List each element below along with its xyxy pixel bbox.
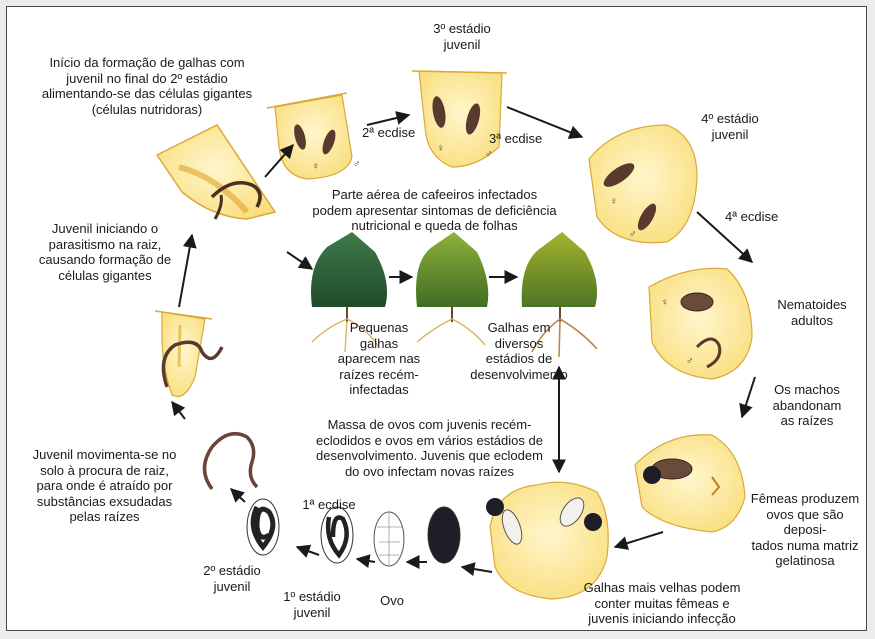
male-symbol: ♂	[629, 229, 637, 240]
egg-illustration	[428, 507, 460, 563]
arrow-first-molt-to-second	[297, 547, 319, 555]
arrow-adults-to-females	[742, 377, 755, 417]
egg-cell-division-illustration	[374, 512, 404, 566]
label-third-stage: 3º estádio juvenil	[407, 21, 517, 52]
female-symbol: ♀	[661, 297, 669, 308]
label-second-molt: 2ª ecdise	[362, 125, 432, 141]
label-first-stage: 1º estádio juvenil	[277, 589, 347, 620]
label-egg-mass: Massa de ovos com juvenis recém- eclodid…	[297, 417, 562, 479]
gall-fourth-stage-illustration: ♀ ♂	[589, 125, 697, 243]
egg-second-stage-illustration	[247, 499, 279, 555]
female-symbol: ♀	[312, 161, 320, 172]
label-first-molt: 1ª ecdise	[299, 497, 359, 513]
egg-first-molt-illustration	[321, 507, 353, 563]
arrow-older-galls-to-egg	[462, 567, 492, 572]
label-females-eggs: Fêmeas produzem ovos que são deposi- tad…	[749, 491, 861, 569]
arrow-females-to-older-galls	[615, 532, 663, 547]
root-tip-gall-illustration	[157, 125, 275, 219]
label-gall-formation: Início da formação de galhas com juvenil…	[27, 55, 267, 117]
female-symbol: ♀	[437, 143, 445, 154]
arrow-gall2-to-gall3	[367, 115, 409, 125]
label-third-molt: 3ª ecdise	[489, 131, 559, 147]
arrow-root-to-root-tip	[179, 235, 192, 307]
label-second-stage: 2º estádio juvenil	[197, 563, 267, 594]
arrow-soil-to-root	[172, 402, 185, 419]
label-fourth-molt: 4ª ecdise	[725, 209, 795, 225]
female-symbol: ♀	[610, 196, 618, 207]
label-juvenile-starting: Juvenil iniciando o parasitismo na raiz,…	[35, 221, 175, 283]
label-males-leave: Os machos abandonam as raízes	[767, 382, 847, 429]
gall-third-stage-illustration: ♀ ♂	[412, 71, 507, 167]
arrow-root-to-tree	[287, 252, 312, 269]
male-symbol: ♂	[686, 356, 694, 367]
life-cycle-diagram: ♀ ♂ ♀ ♂ ♀ ♂ ♀ ♂	[6, 6, 867, 631]
label-egg: Ovo	[377, 593, 407, 609]
label-aerial-symptoms: Parte aérea de cafeeiros infectados pode…	[292, 187, 577, 234]
gall-female-eggs-illustration	[635, 435, 745, 532]
juvenile-in-soil-illustration	[205, 434, 258, 489]
arrow-cell-egg-to-first-molt	[357, 559, 375, 562]
root-tip-juvenile-entering-illustration	[155, 311, 222, 397]
male-symbol: ♂	[485, 149, 493, 160]
gall-second-stage-illustration: ♀ ♂	[267, 93, 361, 179]
label-older-galls: Galhas mais velhas podem conter muitas f…	[567, 580, 757, 627]
male-symbol: ♂	[353, 159, 361, 170]
label-fourth-stage: 4º estádio juvenil	[675, 111, 785, 142]
label-small-galls: Pequenas galhas aparecem nas raízes recé…	[329, 320, 429, 398]
label-galls-stages: Galhas em diversos estádios de desenvolv…	[459, 320, 579, 382]
arrow-egg-to-soil-juvenile	[231, 489, 245, 502]
label-juvenile-soil: Juvenil movimenta-se no solo à procura d…	[17, 447, 192, 525]
gall-adult-nematodes-illustration: ♀ ♂	[649, 268, 752, 379]
label-adult-nematodes: Nematoides adultos	[767, 297, 857, 328]
